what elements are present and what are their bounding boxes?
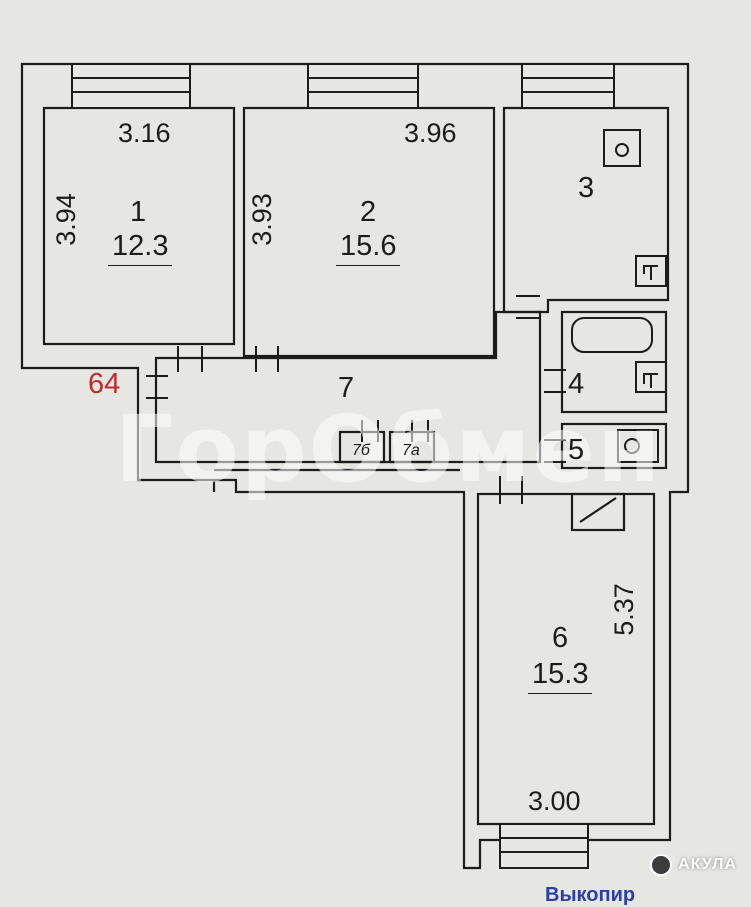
room-1-height-dimension: 3.94 — [50, 193, 81, 246]
window-room-3 — [521, 63, 615, 109]
room-3-outline — [502, 106, 670, 314]
closet-7a-label: 7а — [402, 442, 420, 459]
outer-wall — [20, 62, 690, 870]
bath-sink-fixture — [635, 361, 667, 393]
toilet-fixture — [617, 429, 659, 463]
room-1-number: 1 — [130, 196, 147, 228]
room-4-number: 4 — [568, 368, 585, 400]
room-2-area: 15.6 — [336, 230, 401, 266]
watermark-text: ГорОбмен — [115, 396, 663, 503]
room-2-height-dimension: 3.93 — [246, 193, 277, 246]
room-6-width-dimension: 3.00 — [528, 786, 581, 816]
room-6-area: 15.3 — [528, 658, 593, 694]
room-2-width-dimension: 3.96 — [404, 118, 457, 148]
closet-7b-label: 7б — [352, 442, 370, 459]
ventilation-shaft — [570, 492, 626, 532]
room-7-number: 7 — [338, 372, 355, 404]
room-1-area: 12.3 — [108, 230, 173, 266]
window-room-6 — [499, 823, 589, 869]
kitchen-sink-fixture — [635, 255, 667, 287]
window-room-2 — [307, 63, 419, 109]
room-5-outline — [560, 422, 668, 470]
room-6-number: 6 — [552, 622, 569, 654]
red-annotation: 64 — [88, 368, 121, 400]
bathtub-fixture — [571, 317, 653, 353]
room-5-number: 5 — [568, 434, 585, 466]
room-6-length-dimension: 5.37 — [608, 583, 639, 636]
room-2-number: 2 — [360, 196, 377, 228]
bottom-cut-text: Выкопир — [545, 884, 636, 906]
corridor-7-outline — [154, 310, 542, 464]
akula-badge: АКУЛА — [650, 854, 737, 876]
room-1-width-dimension: 3.16 — [118, 118, 171, 148]
badge-text: АКУЛА — [678, 856, 737, 873]
badge-logo-icon — [650, 854, 673, 876]
window-room-1 — [71, 63, 191, 109]
room-3-number: 3 — [578, 172, 595, 204]
stove-fixture — [603, 129, 641, 167]
